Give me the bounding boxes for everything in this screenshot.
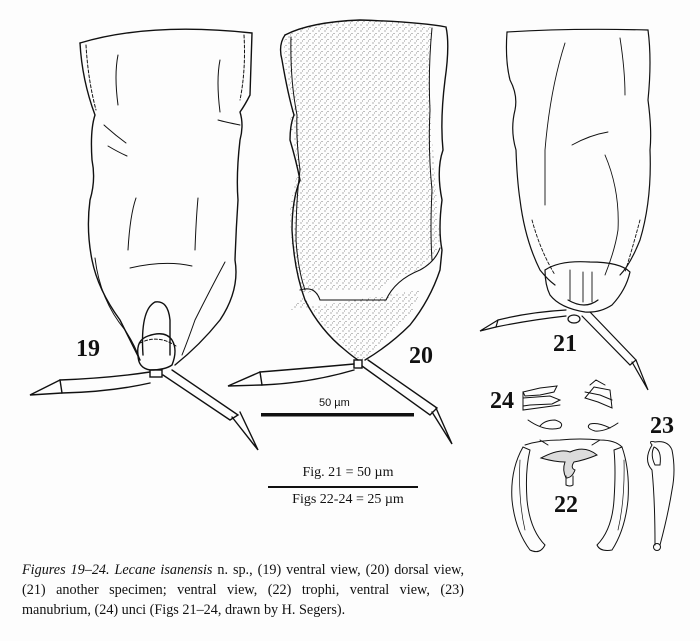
caption-title: Figures 19–24. Lecane isanensis [22,562,213,578]
panel-label-23: 23 [650,413,674,439]
panel-label-24: 24 [490,388,514,414]
scale-bar-50um [261,413,414,417]
fig22-drawing [511,419,629,553]
fig23-drawing [647,440,675,551]
panel-label-22: 22 [554,492,578,518]
scale-bar-label: 50 µm [319,397,350,409]
scale-legend-bottom: Figs 22-24 = 25 µm [292,492,404,507]
fig20-drawing [227,19,453,445]
figure-caption: Figures 19–24. Lecane isanensis n. sp., … [22,560,464,620]
fig19-drawing [29,28,259,451]
panel-label-21: 21 [553,331,577,357]
scale-legend-divider [268,486,418,488]
panel-label-19: 19 [76,336,100,362]
fig24-drawing [522,379,613,411]
panel-label-20: 20 [409,343,433,369]
caption-body: n. sp., (19) ventral view, (20) dorsal v… [22,562,465,618]
fig21-drawing [479,28,652,391]
scale-legend-top: Fig. 21 = 50 µm [302,465,394,480]
